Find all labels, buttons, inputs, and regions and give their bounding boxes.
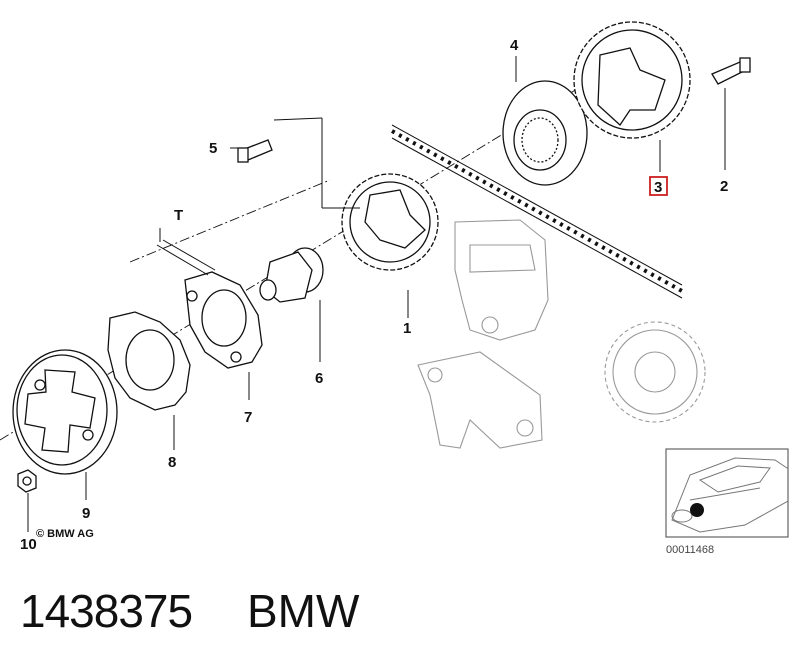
engine-location-marker bbox=[690, 503, 704, 517]
callout-8: 8 bbox=[168, 454, 176, 471]
part-number: 1438375 bbox=[20, 585, 193, 637]
vehicle-location-thumbnail bbox=[665, 448, 789, 538]
diagram-reference-number: 00011468 bbox=[666, 544, 714, 556]
part-7-spacer-ring bbox=[184, 271, 263, 369]
dimension-t-label: T bbox=[174, 207, 183, 224]
callout-1: 1 bbox=[403, 320, 411, 337]
callout-6: 6 bbox=[315, 370, 323, 387]
copyright-notice: © BMW AG bbox=[36, 528, 94, 540]
part-3-camshaft-sprocket bbox=[573, 21, 691, 139]
background-parts bbox=[417, 219, 706, 449]
part-5-bolt bbox=[237, 139, 273, 163]
dimension-t: T bbox=[156, 207, 216, 276]
part-8-plate bbox=[107, 311, 191, 411]
leader-lines bbox=[27, 56, 726, 532]
part-6-hub bbox=[259, 247, 324, 303]
part-2-bolt bbox=[711, 57, 751, 85]
part-4-sprocket-plate bbox=[502, 80, 588, 186]
lower-sprocket bbox=[604, 321, 706, 423]
callout-labels: 1 2 3 4 5 6 7 8 9 10 bbox=[20, 37, 728, 553]
callout-3-highlight bbox=[649, 176, 668, 196]
callout-5: 5 bbox=[209, 140, 217, 157]
callout-4: 4 bbox=[510, 37, 519, 54]
callout-3: 3 bbox=[654, 179, 662, 196]
part-10-nut bbox=[17, 469, 37, 493]
callout-7: 7 bbox=[244, 409, 252, 426]
part-1-sprocket bbox=[341, 173, 439, 271]
callout-10: 10 bbox=[20, 536, 37, 553]
callout-9: 9 bbox=[82, 505, 90, 522]
brand-name: BMW bbox=[247, 585, 360, 637]
callout-2: 2 bbox=[720, 178, 728, 195]
timing-chain bbox=[391, 124, 683, 299]
part-9-cover-plate bbox=[12, 349, 118, 475]
